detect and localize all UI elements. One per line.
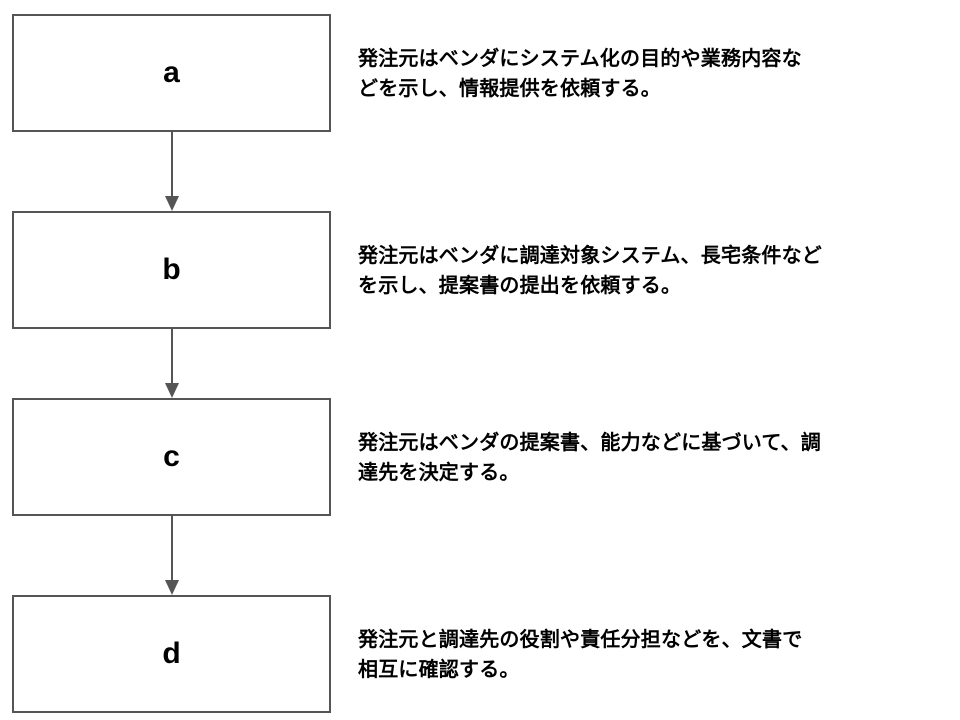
- step-label-b: b: [162, 253, 181, 286]
- step-label-a: a: [163, 56, 180, 89]
- arrowhead-to-d: [165, 580, 179, 595]
- step-d-line-2: 相互に確認する。: [358, 657, 520, 681]
- step-description-a: 発注元はベンダにシステム化の目的や業務内容な どを示し、情報提供を依頼する。: [358, 43, 948, 103]
- arrowhead-to-c: [165, 383, 179, 398]
- step-description-d: 発注元と調達先の役割や責任分担などを、文書で 相互に確認する。: [358, 624, 948, 684]
- step-label-d: d: [162, 637, 181, 670]
- step-b-line-1: 発注元はベンダに調達対象システム、長宅条件など: [358, 243, 822, 267]
- step-description-c: 発注元はベンダの提案書、能力などに基づいて、調 達先を決定する。: [358, 427, 948, 487]
- step-b-line-2: を示し、提案書の提出を依頼する。: [358, 273, 682, 297]
- arrowhead-to-b: [165, 196, 179, 211]
- step-box-a: a: [12, 14, 331, 132]
- step-label-c: c: [163, 440, 180, 473]
- step-box-d: d: [12, 595, 331, 713]
- step-a-line-2: どを示し、情報提供を依頼する。: [358, 76, 661, 100]
- step-d-line-1: 発注元と調達先の役割や責任分担などを、文書で: [358, 627, 803, 651]
- step-box-b: b: [12, 211, 331, 329]
- step-c-line-2: 達先を決定する。: [358, 460, 520, 484]
- step-description-b: 発注元はベンダに調達対象システム、長宅条件など を示し、提案書の提出を依頼する。: [358, 240, 948, 300]
- step-c-line-1: 発注元はベンダの提案書、能力などに基づいて、調: [358, 430, 821, 454]
- step-a-line-1: 発注元はベンダにシステム化の目的や業務内容な: [358, 46, 802, 70]
- step-box-c: c: [12, 398, 331, 516]
